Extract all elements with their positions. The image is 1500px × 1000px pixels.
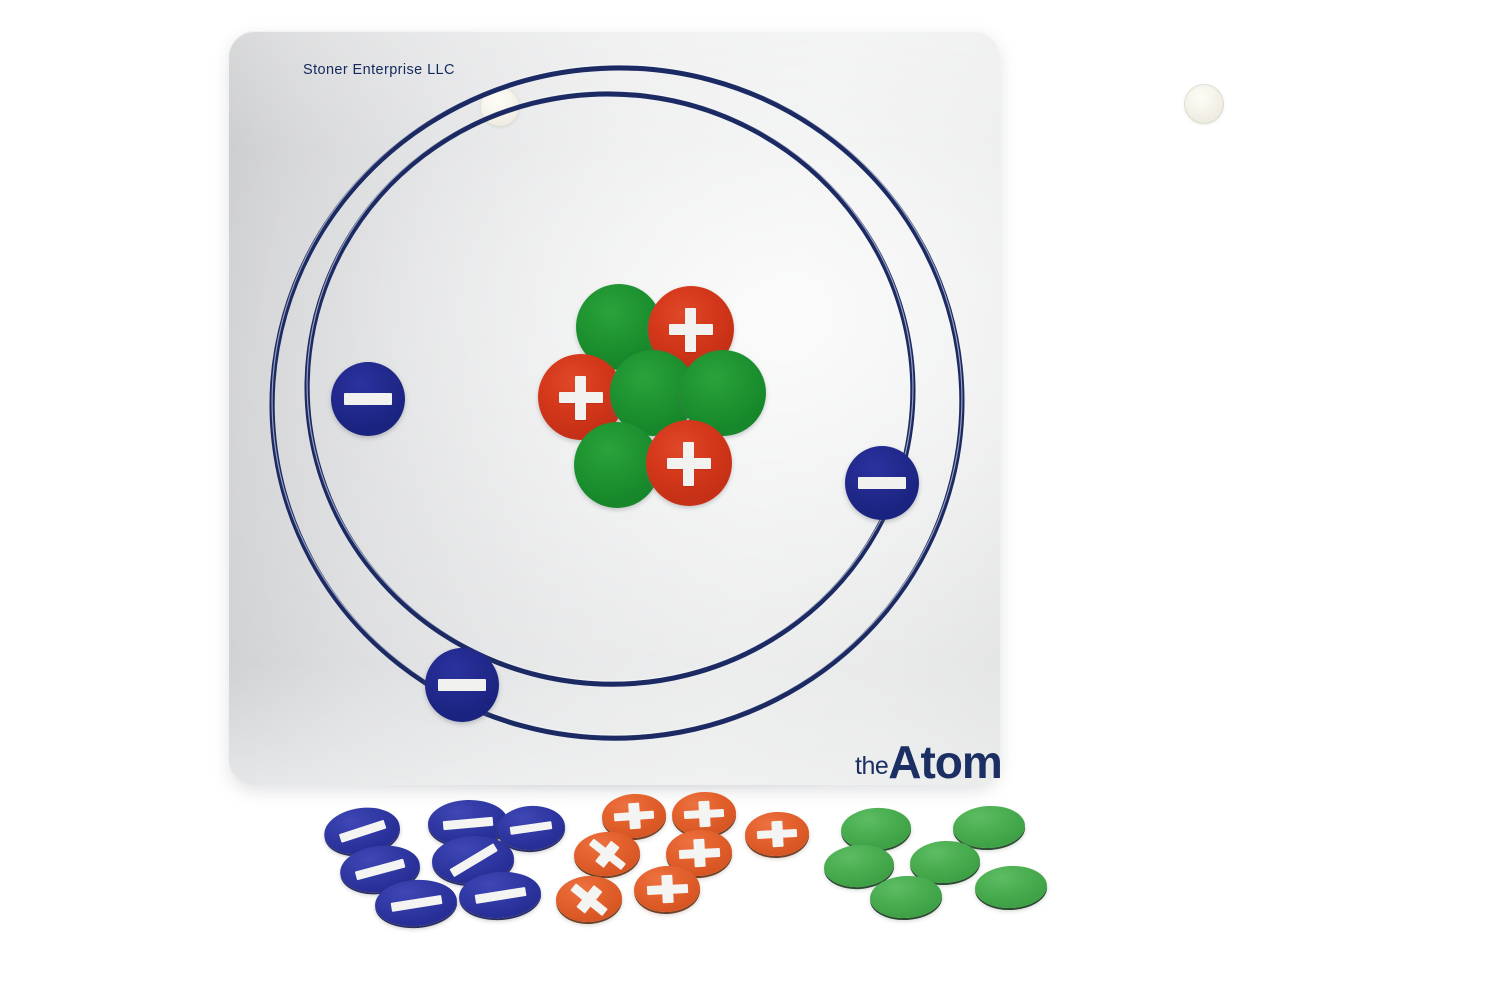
minus-icon: [344, 393, 392, 405]
glyph-bar-vertical: [697, 800, 711, 828]
nucleus-cluster[interactable]: [520, 278, 766, 508]
glyph-bar-horizontal: [448, 843, 498, 877]
glyph-bar-horizontal: [474, 886, 526, 904]
mounting-hole-right-icon: [1184, 84, 1224, 124]
glyph-bar-horizontal: [390, 894, 442, 912]
loose-electron-chip[interactable]: [373, 877, 459, 929]
proton-disc[interactable]: [646, 420, 732, 506]
neutron-disc[interactable]: [574, 422, 660, 508]
page-title: theAtom: [855, 735, 1003, 789]
plus-icon-vertical: [575, 376, 586, 420]
minus-icon: [858, 477, 906, 489]
minus-icon: [438, 679, 486, 691]
glyph-bar-vertical: [692, 838, 706, 868]
loose-proton-chip[interactable]: [554, 874, 624, 924]
orbit-rings: [269, 64, 965, 741]
electron-inner-left[interactable]: [331, 362, 405, 436]
glyph-bar-vertical: [660, 874, 674, 904]
glyph-bar-horizontal: [509, 821, 553, 835]
loose-electron-chip[interactable]: [457, 869, 543, 921]
glyph-bar-horizontal: [354, 858, 406, 880]
electron-inner-right[interactable]: [845, 446, 919, 520]
title-atom: Atom: [888, 736, 1003, 788]
glyph-bar-vertical: [770, 820, 784, 848]
loose-proton-chip[interactable]: [632, 864, 702, 914]
plus-icon: [633, 864, 701, 913]
title-the: the: [855, 752, 889, 780]
plus-icon-vertical: [685, 308, 696, 352]
loose-proton-chip[interactable]: [743, 810, 811, 858]
brand-label: Stoner Enterprise LLC: [303, 62, 455, 78]
glyph-bar-vertical: [627, 802, 641, 830]
plus-icon: [744, 810, 810, 857]
electron-outer-bottom[interactable]: [425, 648, 499, 722]
loose-neutron-chip[interactable]: [973, 864, 1049, 910]
glyph-bar-horizontal: [338, 819, 386, 843]
plus-icon-vertical: [683, 442, 694, 486]
